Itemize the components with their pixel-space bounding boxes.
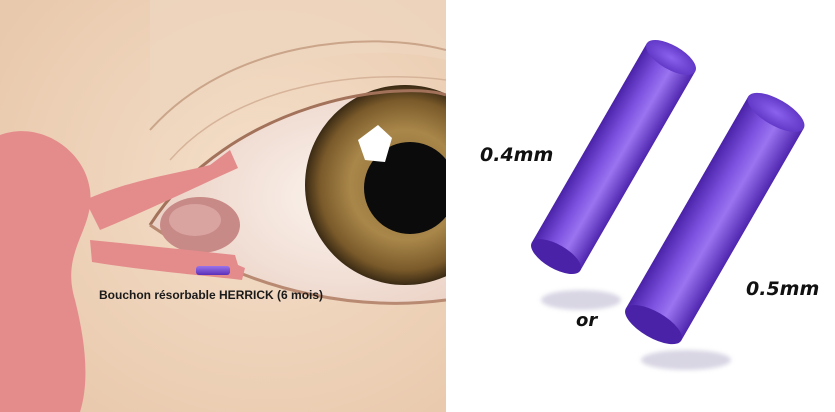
size-separator: or (576, 310, 597, 331)
plug-caption: Bouchon résorbable HERRICK (6 mois) (99, 288, 323, 302)
eye-drawing (0, 0, 446, 412)
size-label-small: 0.4mm (480, 144, 553, 166)
plug-drawings (446, 0, 835, 412)
plug-sizes-panel: 0.4mm 0.5mm or (446, 0, 835, 412)
eye-anatomy-illustration: Bouchon résorbable HERRICK (6 mois) (0, 0, 446, 412)
size-label-large: 0.5mm (746, 278, 819, 300)
herrick-plug (196, 266, 230, 275)
